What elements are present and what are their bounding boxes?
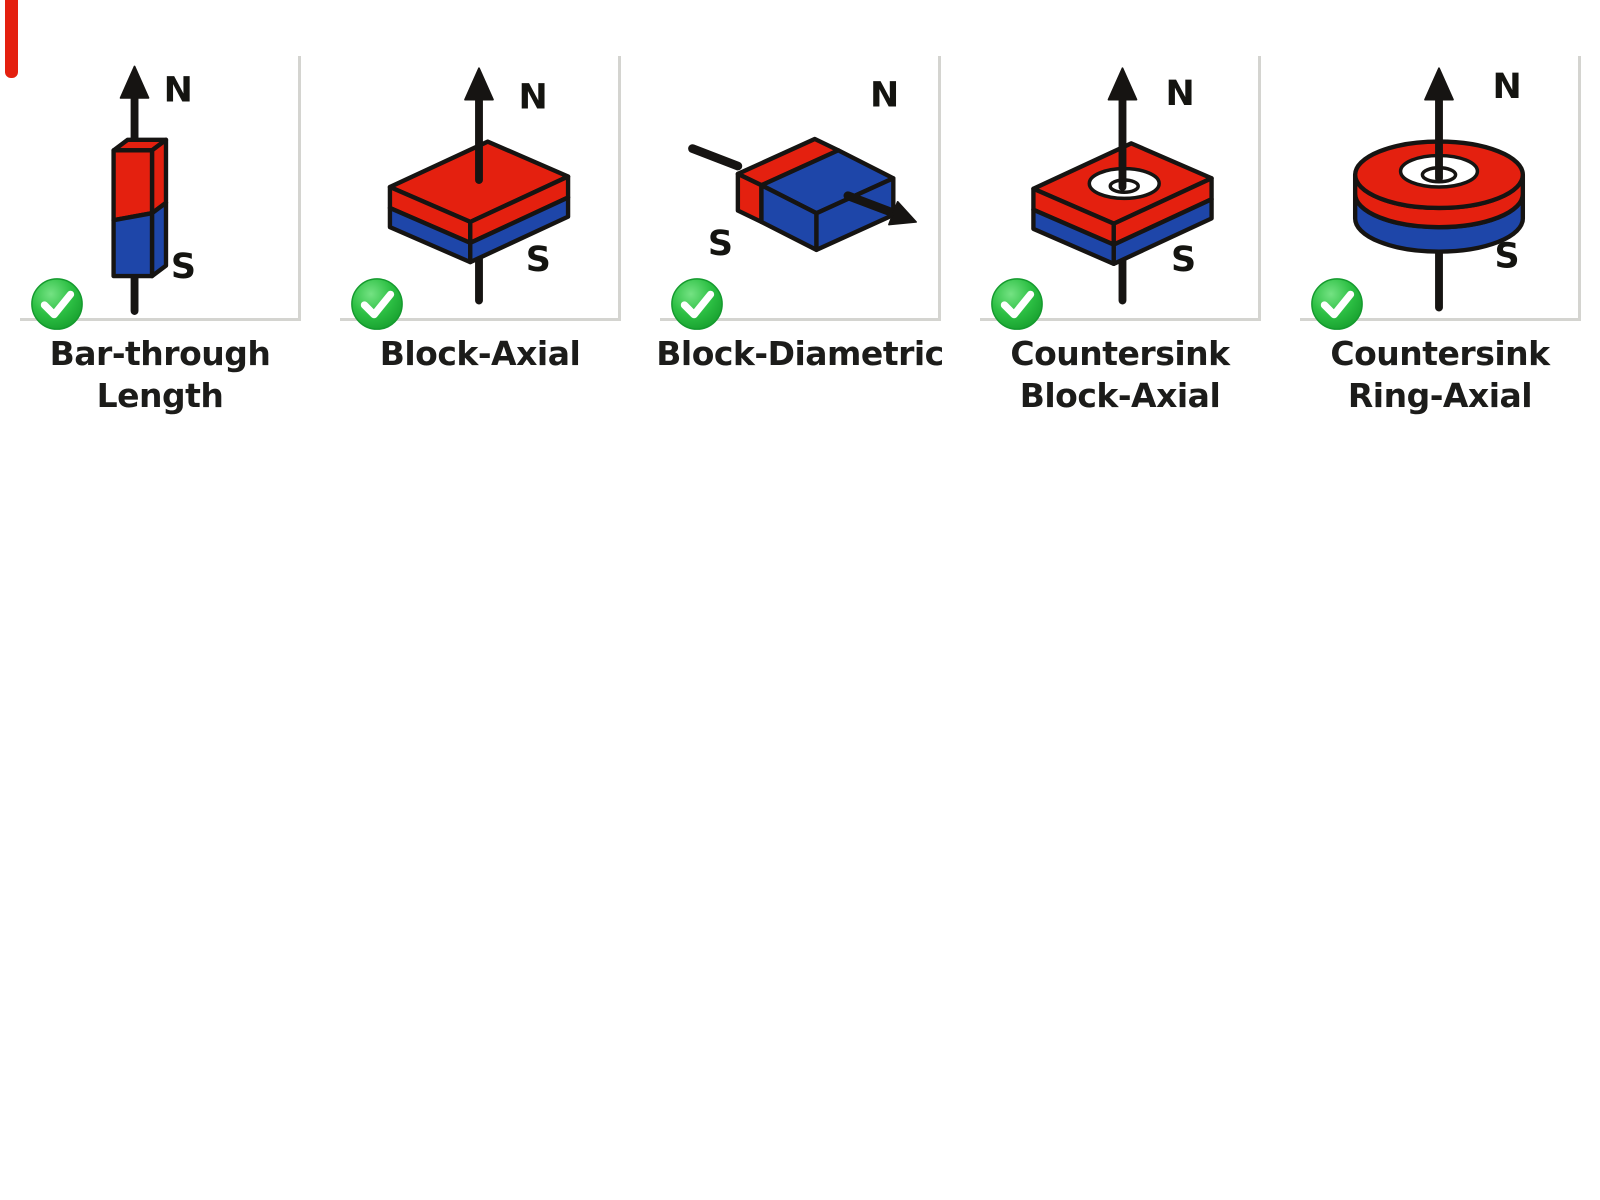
magnet-label: Block-Diametric xyxy=(656,334,944,373)
magnet-label: Countersink Block-Axial xyxy=(1010,334,1230,416)
up-arrow xyxy=(463,67,494,184)
magnet-card-bar-through-length: N S Bar-through Length xyxy=(0,0,320,420)
magnet-graphic-bar: N S xyxy=(110,65,196,315)
pole-n-label: N xyxy=(163,70,192,110)
pole-n-label: N xyxy=(518,77,547,117)
pole-s-label: S xyxy=(1171,240,1196,280)
up-arrow xyxy=(1107,67,1137,191)
diagonal-arrow xyxy=(843,191,917,226)
pole-s-label: S xyxy=(707,224,732,264)
magnet-card-block-axial: N S Block-Axial xyxy=(320,0,640,420)
check-circle-icon xyxy=(350,278,403,330)
check-circle-icon xyxy=(990,278,1043,330)
check-circle-icon xyxy=(670,278,723,330)
corner-red-mark xyxy=(5,0,18,78)
arrow-tail xyxy=(687,144,742,171)
magnet-label: Block-Axial xyxy=(379,334,581,373)
magnet-label: Bar-through Length xyxy=(49,334,271,416)
magnet-shape xyxy=(735,136,896,253)
pole-n-label: N xyxy=(1492,67,1521,107)
magnet-panel: N S xyxy=(979,56,1261,330)
pole-s-label: S xyxy=(1494,236,1519,276)
check-circle-icon xyxy=(1310,278,1363,330)
check-circle-icon xyxy=(30,278,83,330)
magnet-graphic-block-axial: N S xyxy=(387,67,570,305)
magnet-panel: N S xyxy=(659,56,941,330)
magnet-card-block-diametric: N S Block-Diametric xyxy=(640,0,960,420)
magnet-panel: N S xyxy=(339,56,621,330)
pole-n-label: N xyxy=(869,76,898,116)
pole-s-label: S xyxy=(170,247,195,287)
magnet-graphic-countersink-block: N S xyxy=(1030,67,1214,305)
magnet-card-countersink-block-axial: N S Countersink Block-Axial xyxy=(960,0,1280,420)
pole-s-label: S xyxy=(525,240,550,280)
up-arrow xyxy=(1423,67,1454,183)
magnet-panel: N S xyxy=(1299,56,1581,330)
magnet-shape xyxy=(110,137,168,279)
magnet-graphic-countersink-ring: N S xyxy=(1352,67,1525,312)
magnet-panel: N S xyxy=(19,56,301,330)
magnet-card-countersink-ring-axial: N S Countersink Ring-Axial xyxy=(1280,0,1600,420)
magnet-label: Countersink Ring-Axial xyxy=(1330,334,1550,416)
pole-n-label: N xyxy=(1165,74,1194,114)
magnet-graphic-block-diametric: N S xyxy=(687,76,917,264)
